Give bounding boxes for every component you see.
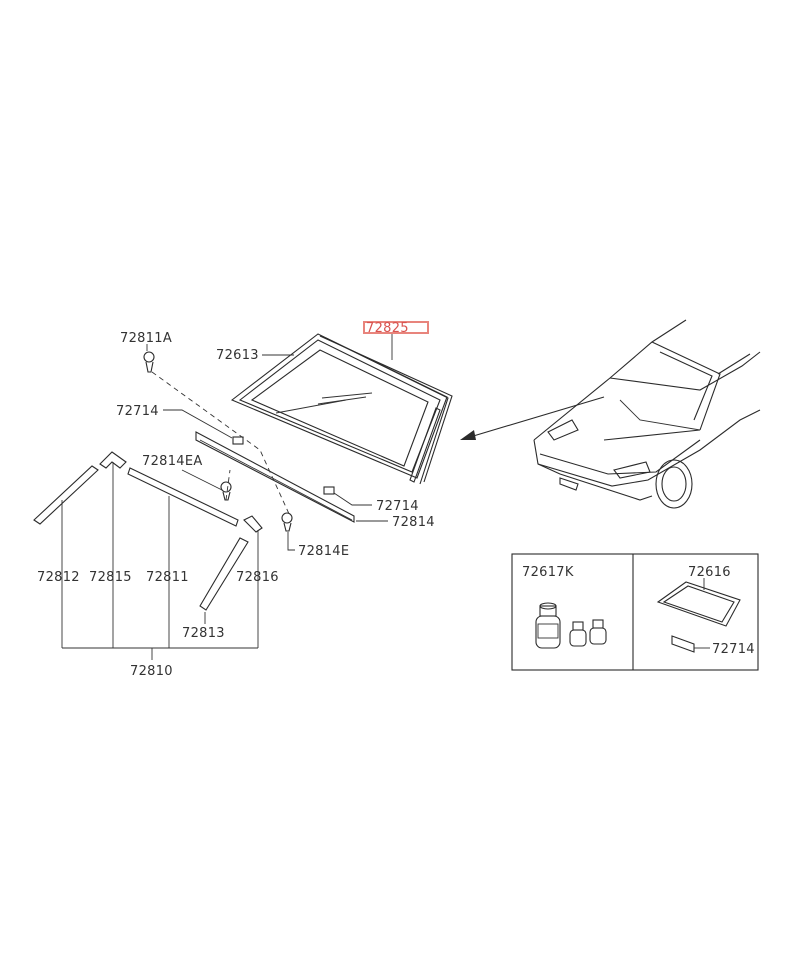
leader-lines [61,334,393,660]
highlight-box [363,321,429,334]
clip-72811A-drawing[interactable] [143,351,155,373]
windshield-kit-drawing[interactable] [656,578,741,653]
car-illustration [533,319,761,509]
molding-72815-drawing[interactable] [99,451,127,469]
label-72617K[interactable]: 72617K [522,565,574,580]
label-72714-kit[interactable]: 72714 [712,642,755,657]
clip-72814EA-drawing[interactable] [220,481,232,501]
cowl-moulding-drawing[interactable] [195,431,355,523]
label-72810[interactable]: 72810 [130,664,173,679]
label-72811A[interactable]: 72811A [120,331,172,346]
label-72815[interactable]: 72815 [89,570,132,585]
label-72616[interactable]: 72616 [688,565,731,580]
label-72816[interactable]: 72816 [236,570,279,585]
label-72814EA[interactable]: 72814EA [142,454,203,469]
molding-72813-drawing[interactable] [199,537,249,611]
label-72613[interactable]: 72613 [216,348,259,363]
direction-arrow-icon [460,396,605,440]
label-72814E[interactable]: 72814E [298,544,349,559]
label-72813[interactable]: 72813 [182,626,225,641]
molding-72816-drawing[interactable] [243,515,263,533]
label-72814[interactable]: 72814 [392,515,435,530]
label-72714-mid[interactable]: 72714 [376,499,419,514]
molding-72812-drawing[interactable] [33,465,99,525]
label-72714-top[interactable]: 72714 [116,404,159,419]
windshield-glass-drawing[interactable] [230,333,453,485]
label-72811[interactable]: 72811 [146,570,189,585]
clip-72814E-drawing[interactable] [281,512,293,532]
molding-72811-drawing[interactable] [127,467,239,527]
label-72825[interactable]: 72825 [366,321,409,336]
kit-box [511,553,759,671]
label-72812[interactable]: 72812 [37,570,80,585]
adhesive-kit-drawing[interactable] [535,602,607,649]
